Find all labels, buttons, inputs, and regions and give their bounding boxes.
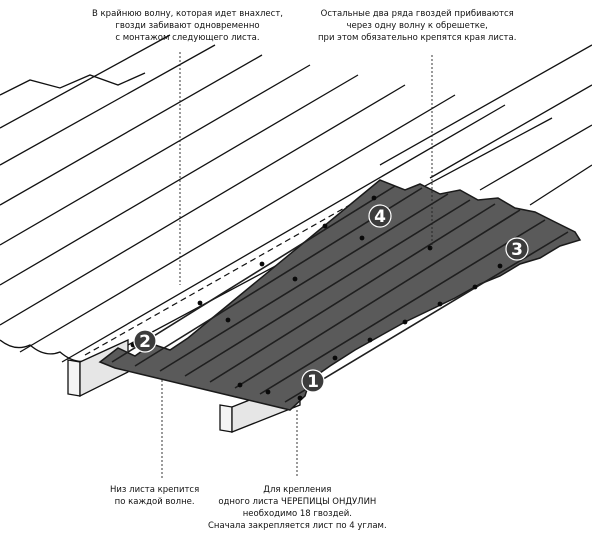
svg-text:1: 1 (307, 372, 319, 392)
svg-text:4: 4 (374, 207, 386, 227)
background-roof (0, 34, 592, 369)
note-line: Низ листа крепится (110, 485, 200, 495)
svg-text:3: 3 (511, 240, 523, 260)
note-line: Остальные два ряда гвоздей прибиваются (320, 9, 514, 19)
note-line: с монтажом следующего листа. (115, 33, 260, 43)
note-line: одного листа ЧЕРЕПИЦЫ ОНДУЛИН (218, 497, 377, 507)
note-line: гвозди забивают одновременно (115, 21, 260, 31)
note-line: через одну волну к обрешетке, (346, 21, 488, 31)
note-bottom-left: Низ листа крепится по каждой волне. (110, 484, 199, 508)
marker-3: 3 (505, 237, 529, 261)
leader-lines (161, 52, 433, 478)
overlap-dashed-line (84, 184, 386, 356)
marker-1: 1 (301, 369, 325, 393)
note-top-right: Остальные два ряда гвоздей прибиваются ч… (318, 8, 516, 44)
note-line: по каждой волне. (114, 497, 195, 507)
note-line: при этом обязательно крепятся края листа… (318, 33, 517, 43)
note-top-left: В крайнюю волну, которая идет внахлест, … (92, 8, 283, 44)
marker-4: 4 (368, 204, 392, 228)
note-line: Сначала закрепляется лист по 4 углам. (208, 521, 387, 531)
note-line: В крайнюю волну, которая идет внахлест, (92, 9, 283, 19)
marker-2: 2 (133, 329, 157, 353)
note-bottom-center: Для крепления одного листа ЧЕРЕПИЦЫ ОНДУ… (208, 484, 387, 532)
ondulin-sheet (98, 179, 582, 411)
note-line: Для крепления (263, 485, 332, 495)
svg-text:2: 2 (139, 332, 151, 352)
note-line: необходимо 18 гвоздей. (242, 509, 352, 519)
nails (130, 195, 503, 401)
